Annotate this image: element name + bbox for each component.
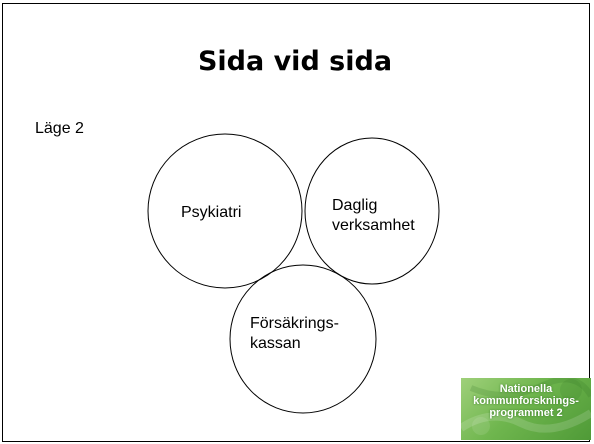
label-forsakringskassan: Försäkrings- kassan (250, 315, 339, 352)
program-logo: Nationella kommunforsknings- programmet … (461, 378, 591, 440)
circle-psykiatri (147, 133, 303, 289)
slide-title: Sida vid sida (197, 46, 393, 77)
label-daglig-verksamhet: Daglig verksamhet (332, 197, 415, 234)
label-psykiatri: Psykiatri (181, 204, 242, 221)
slide (2, 3, 590, 442)
slide-subtitle: Läge 2 (35, 120, 84, 137)
logo-text: Nationella kommunforsknings- programmet … (473, 383, 579, 419)
circle-daglig-verksamhet (304, 137, 440, 285)
circle-forsakringskassan (229, 264, 377, 414)
logo-leaf-texture-icon (461, 378, 591, 435)
